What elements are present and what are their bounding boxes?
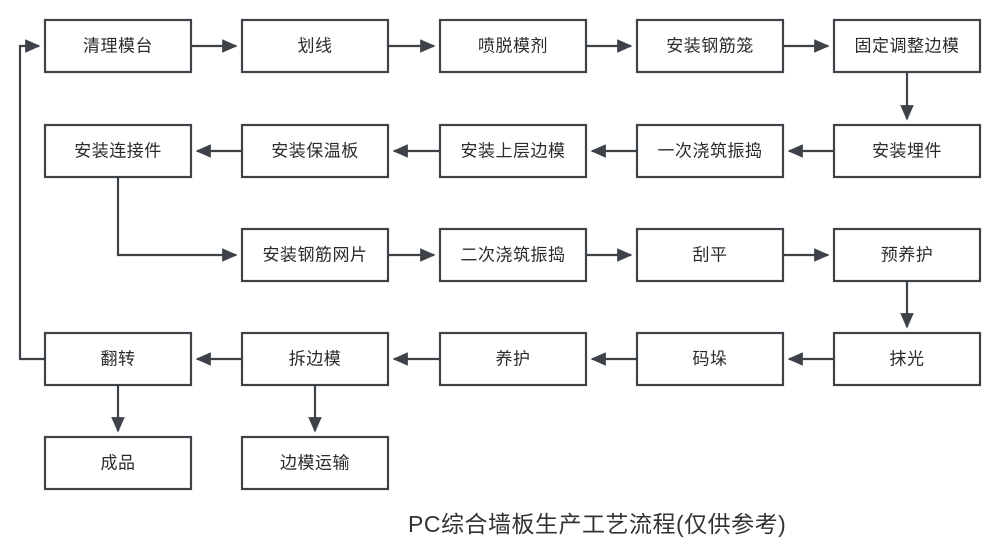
flow-node[interactable]: 清理模台	[43, 18, 193, 74]
node-label: 划线	[298, 36, 333, 55]
node-box[interactable]	[832, 18, 982, 74]
node-label: 成品	[101, 453, 136, 472]
flow-node[interactable]: 安装钢筋网片	[240, 227, 390, 283]
flow-node[interactable]: 预养护	[832, 227, 982, 283]
flow-node[interactable]: 码垛	[635, 331, 785, 387]
node-box[interactable]	[43, 331, 193, 387]
node-label: 喷脱模剂	[478, 36, 548, 55]
flow-node[interactable]: 拆边模	[240, 331, 390, 387]
node-box[interactable]	[635, 18, 785, 74]
flow-node[interactable]: 翻转	[43, 331, 193, 387]
node-box[interactable]	[43, 123, 193, 179]
flow-node[interactable]: 固定调整边模	[832, 18, 982, 74]
node-box[interactable]	[635, 227, 785, 283]
node-label: 安装上层边模	[461, 141, 566, 160]
flow-node[interactable]: 成品	[43, 435, 193, 491]
flow-node[interactable]: 一次浇筑振捣	[635, 123, 785, 179]
node-box[interactable]	[240, 18, 390, 74]
edges-layer	[18, 39, 914, 433]
node-label: 固定调整边模	[855, 36, 960, 55]
flow-arrow	[116, 177, 238, 262]
node-label: 边模运输	[280, 453, 350, 472]
node-box[interactable]	[240, 435, 390, 491]
node-box[interactable]	[438, 227, 588, 283]
flow-node[interactable]: 安装连接件	[43, 123, 193, 179]
flow-node[interactable]: 抹光	[832, 331, 982, 387]
node-label: 安装连接件	[74, 141, 162, 160]
node-box[interactable]	[832, 123, 982, 179]
node-box[interactable]	[438, 18, 588, 74]
flow-node[interactable]: 养护	[438, 331, 588, 387]
page-title: PC综合墙板生产工艺流程(仅供参考)	[408, 511, 787, 537]
node-label: 刮平	[693, 245, 728, 264]
flow-node[interactable]: 划线	[240, 18, 390, 74]
node-box[interactable]	[832, 331, 982, 387]
node-box[interactable]	[240, 123, 390, 179]
node-label: 一次浇筑振捣	[658, 141, 763, 160]
flow-node[interactable]: 安装上层边模	[438, 123, 588, 179]
node-box[interactable]	[438, 123, 588, 179]
node-box[interactable]	[635, 331, 785, 387]
flow-node[interactable]: 安装钢筋笼	[635, 18, 785, 74]
node-label: 拆边模	[289, 349, 342, 368]
node-label: 清理模台	[83, 36, 153, 55]
node-label: 抹光	[890, 349, 925, 368]
flow-node[interactable]: 刮平	[635, 227, 785, 283]
flow-arrow	[18, 39, 45, 361]
node-box[interactable]	[43, 18, 193, 74]
node-label: 翻转	[101, 349, 136, 368]
node-label: 码垛	[693, 349, 728, 368]
node-label: 安装钢筋笼	[666, 36, 754, 55]
node-label: 预养护	[881, 245, 934, 264]
node-box[interactable]	[832, 227, 982, 283]
flow-node[interactable]: 边模运输	[240, 435, 390, 491]
node-box[interactable]	[635, 123, 785, 179]
flow-node[interactable]: 安装保温板	[240, 123, 390, 179]
node-box[interactable]	[240, 227, 390, 283]
node-label: 养护	[496, 349, 531, 368]
flow-node[interactable]: 喷脱模剂	[438, 18, 588, 74]
flow-node[interactable]: 二次浇筑振捣	[438, 227, 588, 283]
flow-node[interactable]: 安装埋件	[832, 123, 982, 179]
node-label: 安装钢筋网片	[263, 245, 368, 264]
node-box[interactable]	[43, 435, 193, 491]
node-label: 安装埋件	[872, 141, 942, 160]
node-label: 安装保温板	[271, 141, 359, 160]
node-box[interactable]	[438, 331, 588, 387]
node-label: 二次浇筑振捣	[461, 245, 566, 264]
node-box[interactable]	[240, 331, 390, 387]
